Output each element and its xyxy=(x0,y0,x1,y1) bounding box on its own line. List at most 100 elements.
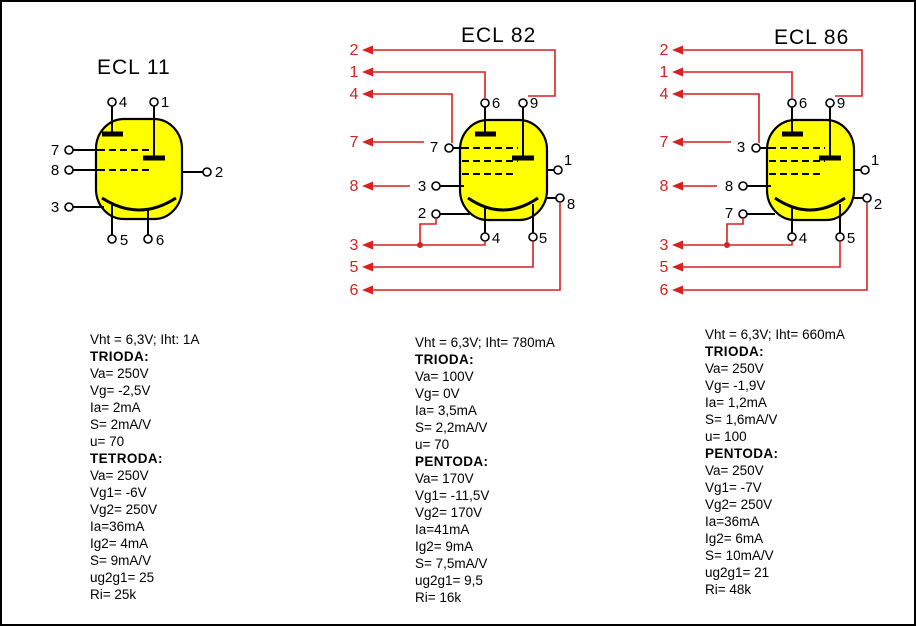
pin-number: 2 xyxy=(874,196,882,213)
spec-line: S= 1,6mA/V xyxy=(705,412,778,427)
cathode-arc xyxy=(774,196,846,212)
ecl11-tube-symbol: 4 1 7 8 3 2 5 6 xyxy=(51,94,223,249)
pin-terminal xyxy=(202,167,212,177)
signal-wire xyxy=(683,241,793,246)
spec-line: Ig2= 6mA xyxy=(705,531,764,546)
signal-wire xyxy=(419,218,437,245)
spec-line: Vg1= -11,5V xyxy=(415,488,490,503)
junction-dot xyxy=(724,242,730,248)
pin-number: 4 xyxy=(799,230,807,247)
spec-line: Vg2= 250V xyxy=(90,502,158,517)
spec-line: Vg1= -6V xyxy=(90,485,147,500)
spec-line: S= 2,2mA/V xyxy=(415,420,488,435)
pin-terminal xyxy=(553,165,563,175)
spec-line: TRIODA: xyxy=(705,344,765,359)
signal-wire xyxy=(373,241,534,268)
pin-number: 2 xyxy=(215,164,223,181)
pin-terminal xyxy=(825,98,835,108)
pin-terminal xyxy=(64,145,74,155)
spec-line: ug2g1= 21 xyxy=(705,565,770,580)
spec-line: Ri= 16k xyxy=(415,590,462,605)
junction-dot xyxy=(417,242,423,248)
grid-electrode-dashes xyxy=(98,149,152,171)
pin-terminal xyxy=(787,98,797,108)
signal-wire xyxy=(373,203,561,291)
pin-terminal xyxy=(555,193,565,203)
signal-wire xyxy=(373,241,486,246)
pin-terminal xyxy=(835,232,845,242)
spec-line: Vg2= 170V xyxy=(415,505,483,520)
spec-line: Va= 100V xyxy=(415,369,474,384)
signal-wire xyxy=(683,93,760,143)
red-terminal-number: 1 xyxy=(350,64,359,81)
pin-number: 7 xyxy=(725,205,733,222)
spec-line: Vg= -2,5V xyxy=(90,383,151,398)
red-terminal-number: 2 xyxy=(350,42,359,59)
signal-wire xyxy=(683,71,793,98)
red-terminal-number: 8 xyxy=(660,178,669,195)
red-terminal-number: 5 xyxy=(350,259,359,276)
pin-leads xyxy=(747,107,863,233)
spec-line: Va= 250V xyxy=(90,366,149,381)
pin-number: 8 xyxy=(51,162,59,179)
ecl82-wiring: 2 1 4 7 8 3 5 6 xyxy=(350,42,561,299)
pin-leads xyxy=(440,107,556,233)
spec-line: PENTODA: xyxy=(705,446,779,461)
left-arrow-icons xyxy=(672,45,683,295)
ecl86-tube-symbol: 6 9 3 8 7 1 2 4 5 xyxy=(725,95,882,247)
pin-terminal xyxy=(751,143,761,153)
pin-terminal xyxy=(518,98,528,108)
red-terminal-number: 1 xyxy=(660,64,669,81)
pin-number: 8 xyxy=(725,178,733,195)
spec-line: Vg= -1,9V xyxy=(705,378,766,393)
pin-leads xyxy=(73,106,203,235)
pin-number: 6 xyxy=(492,95,500,112)
pin-number: 5 xyxy=(120,232,128,249)
spec-line: Ri= 25k xyxy=(90,587,137,602)
spec-line: Va= 250V xyxy=(705,361,764,376)
pin-number: 5 xyxy=(539,230,547,247)
pin-number: 8 xyxy=(567,196,575,213)
spec-line: Ia=36mA xyxy=(90,519,145,534)
tube-title-ecl11: ECL 11 xyxy=(97,56,171,79)
signal-wire xyxy=(683,241,841,268)
anode-bars xyxy=(475,131,534,161)
anode-bars xyxy=(102,131,165,161)
pin-number: 2 xyxy=(418,205,426,222)
pin-terminal xyxy=(738,181,748,191)
spec-line: u= 100 xyxy=(705,429,747,444)
red-terminal-number: 6 xyxy=(660,282,669,299)
specs-ecl86: Vht = 6,3V; Iht= 660mA TRIODA: Va= 250V Vg=… xyxy=(705,326,845,598)
pin-terminal xyxy=(64,202,74,212)
red-terminal-number: 4 xyxy=(660,86,669,103)
signal-wire xyxy=(373,49,556,97)
spec-line: Vg= 0V xyxy=(415,386,460,401)
spec-line: Ia= 2mA xyxy=(90,400,141,415)
red-terminal-number: 4 xyxy=(350,86,359,103)
pin-terminal xyxy=(444,143,454,153)
spec-line: Ia=36mA xyxy=(705,514,760,529)
spec-line: Va= 170V xyxy=(415,471,474,486)
spec-line: TRIODA: xyxy=(90,349,150,364)
ecl86-wiring: 2 1 4 7 8 3 5 6 xyxy=(660,42,868,299)
spec-line: Vg1= -7V xyxy=(705,480,762,495)
pin-terminal xyxy=(107,97,117,107)
signal-wire xyxy=(683,203,868,291)
pin-number: 9 xyxy=(530,95,538,112)
tube-title-ecl86: ECL 86 xyxy=(774,26,850,49)
red-terminal-number: 5 xyxy=(660,259,669,276)
spec-line: Ri= 48k xyxy=(705,582,752,597)
pin-number: 1 xyxy=(564,152,572,169)
spec-line: u= 70 xyxy=(90,434,125,449)
red-terminal-number: 3 xyxy=(350,237,359,254)
spec-line: S= 2mA/V xyxy=(90,417,152,432)
spec-line: Ia=41mA xyxy=(415,522,470,537)
pin-terminal xyxy=(862,193,872,203)
spec-line: Vht = 6,3V; Iht= 660mA xyxy=(705,327,845,342)
signal-wire xyxy=(373,93,453,143)
spec-line: u= 70 xyxy=(415,437,450,452)
left-arrow-icons xyxy=(362,45,373,295)
